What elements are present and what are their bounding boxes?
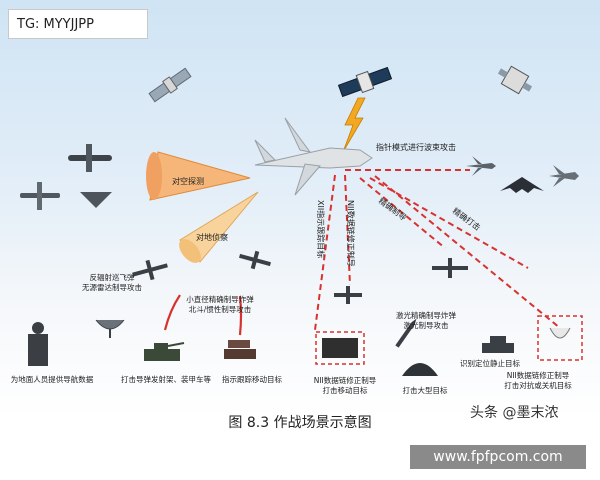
nii-data-link-label: NII数据链修正制导打击移动目标 xyxy=(314,375,377,395)
diagonal-label-2: 精确打击 xyxy=(451,206,483,233)
ground-arrows xyxy=(163,294,243,336)
static-target-icon xyxy=(482,336,514,353)
beam-attack-label: 指针模式进行波束攻击 xyxy=(376,142,456,152)
link-lightning-icon xyxy=(342,97,366,153)
drone-icon-center-right xyxy=(432,258,468,278)
missile-icon-center xyxy=(334,286,362,304)
label-line: 激光精确制导炸弹 xyxy=(396,310,456,320)
air-detection-label: 对空探测 xyxy=(172,176,204,186)
mobile-target-icon xyxy=(315,331,365,365)
satellite-icon-right xyxy=(497,65,533,95)
stealth-bomber-icon xyxy=(500,177,544,193)
air-detection-cone-end xyxy=(146,152,162,200)
large-target-label: 打击大型目标 xyxy=(403,385,448,395)
static-target-label: 识别定位静止目标 xyxy=(460,358,520,368)
ground-personnel-icon xyxy=(28,322,48,366)
diagonal-label-1: 精确制导 xyxy=(377,196,409,223)
personnel-label: 为地面人员提供导航数据 xyxy=(11,374,94,384)
jet-fighter-icon xyxy=(466,156,496,176)
ground-recon-label: 对地侦察 xyxy=(196,232,228,242)
figure-caption: 图 8.3 作战场景示意图 xyxy=(228,415,372,431)
hangar-icon xyxy=(402,363,438,376)
svg-text:NII数据链修正制导打击移动目标: NII数据链修正制导打击移动目标 xyxy=(314,375,377,395)
loitering-munition-icon xyxy=(132,259,168,281)
satellite-icon-center xyxy=(337,66,393,98)
site-watermark: www.fpfpcom.com xyxy=(410,445,586,469)
vertical-label-1: XII指示跟踪目标 xyxy=(316,200,326,258)
svg-text:激光精确制导炸弹激光制导攻击: 激光精确制导炸弹激光制导攻击 xyxy=(396,310,456,330)
ground-recon-cone-end xyxy=(179,239,201,263)
anti-radiation-label: 反辐射巡飞弹无源雷达制导攻击 xyxy=(82,272,142,292)
air-detection-cone xyxy=(149,151,251,201)
telegram-tag: TG: MYYJJPP xyxy=(8,9,148,39)
label-line: 打击移动目标 xyxy=(323,385,368,395)
svg-text:小直径精确制导炸弹北斗/惯性制导攻击: 小直径精确制导炸弹北斗/惯性制导攻击 xyxy=(186,294,254,314)
attack-paths xyxy=(314,169,561,331)
label-line: 小直径精确制导炸弹 xyxy=(186,294,254,304)
laser-bomb-icon xyxy=(395,318,417,348)
label-line: 反辐射巡飞弹 xyxy=(90,272,135,282)
drone-icon-left xyxy=(20,182,60,210)
label-line: NII数据链修正制导 xyxy=(507,370,570,380)
small-guided-bomb-label: 小直径精确制导炸弹北斗/惯性制导攻击 xyxy=(186,294,254,314)
label-line: NII数据链修正制导 xyxy=(314,375,377,385)
label-line: 北斗/惯性制导攻击 xyxy=(189,304,252,314)
svg-text:NII数据链修正制导打击对抗或关机目标: NII数据链修正制导打击对抗或关机目标 xyxy=(504,370,572,390)
missile-launcher-icon xyxy=(224,340,256,359)
radar-dish-icon xyxy=(95,319,125,338)
guided-bomb-icon xyxy=(239,250,271,270)
author-credit: 头条 @墨末浓 xyxy=(470,405,559,421)
strike-launcher-label: 打击导弹发射架、装甲车等 xyxy=(121,374,211,384)
label-line: 激光制导攻击 xyxy=(404,320,449,330)
stealth-fighter-icon xyxy=(549,165,579,187)
satellite-icon-left xyxy=(148,67,192,103)
radar-target-icon xyxy=(537,315,583,361)
drone-icon-upper-left xyxy=(68,144,112,172)
label-line: 打击对抗或关机目标 xyxy=(504,380,572,390)
flying-wing-icon-left xyxy=(80,192,112,208)
right-target-label: NII数据链修正制导打击对抗或关机目标 xyxy=(504,370,572,390)
scene-svg: 对空探测 对地侦察 指针模式进行波束攻击 反辐射巡飞弹无源雷达制导攻击 小直径精… xyxy=(11,65,583,395)
track-target-label: 指示跟踪移动目标 xyxy=(222,374,282,384)
main-uav-icon xyxy=(254,117,373,196)
svg-text:反辐射巡飞弹无源雷达制导攻击: 反辐射巡飞弹无源雷达制导攻击 xyxy=(82,272,142,292)
vertical-label-2: NII数据链修正制导 xyxy=(346,200,356,267)
armored-vehicle-icon xyxy=(144,342,185,361)
label-line: 无源雷达制导攻击 xyxy=(82,282,142,292)
laser-bomb-label: 激光精确制导炸弹激光制导攻击 xyxy=(396,310,456,330)
